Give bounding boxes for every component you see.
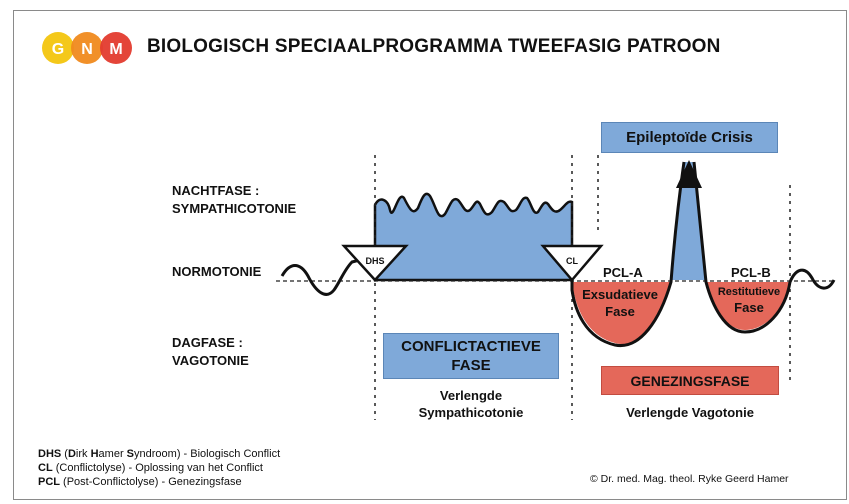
conflict-line-2: FASE [451, 357, 491, 374]
crisis-arrow-head [676, 160, 702, 188]
dhs-label: DHS [365, 256, 384, 266]
legend-cl: CL (Conflictolyse) - Oplossing van het C… [38, 462, 263, 474]
dhs-marker [341, 244, 409, 282]
label-normotonie: NORMOTONIE [172, 264, 262, 279]
caption-prolonged-sympathicotonia: Verlengde Sympathicotonie [383, 387, 559, 421]
logo-letter-m: M [109, 41, 122, 58]
exsudative-line-1: Exsudatieve [582, 287, 658, 302]
epileptoid-spike-area [671, 162, 706, 280]
conflict-active-phase-box: CONFLICTACTIEVE FASE [383, 333, 559, 379]
epileptoid-crisis-box: Epileptoïde Crisis [601, 122, 778, 153]
label-nachtfase: NACHTFASE : [172, 183, 260, 198]
legend-pcl: PCL (Post-Conflictolyse) - Genezingsfase [38, 476, 242, 488]
page-title: BIOLOGISCH SPECIAALPROGRAMMA TWEEFASIG P… [147, 36, 721, 57]
logo-letter-g: G [52, 41, 64, 58]
conflict-line-1: CONFLICTACTIEVE [401, 338, 541, 355]
label-pcl-a: PCL-A [603, 265, 643, 280]
restitutive-line-1: Restitutieve [717, 286, 781, 298]
label-sympathicotonie: SYMPATHICOTONIE [172, 201, 297, 216]
label-pcl-b: PCL-B [731, 265, 771, 280]
legend-dhs: DHS (Dirk Hamer Syndroom) - Biologisch C… [38, 448, 281, 460]
gnm-logo: G N M [42, 32, 132, 64]
healing-curve [570, 161, 686, 348]
biological-curve [280, 254, 376, 296]
crisis-descent-curve [692, 161, 836, 334]
exsudative-phase-area [572, 282, 671, 345]
healing-phase-box: GENEZINGSFASE [601, 366, 779, 395]
label-exsudative-phase: Exsudatieve Fase [572, 286, 668, 320]
legend: DHS (Dirk Hamer Syndroom) - Biologisch C… [38, 447, 280, 489]
caption-sympathicotonia-line-2: Sympathicotonie [418, 405, 524, 420]
caption-prolonged-vagotonia: Verlengde Vagotonie [626, 405, 754, 420]
conflict-phase-area [373, 192, 574, 282]
caption-sympathicotonia-line-1: Verlengde [439, 388, 503, 403]
label-dagfase: DAGFASE : [172, 335, 243, 350]
cl-label: CL [566, 256, 578, 266]
logo-letter-n: N [81, 41, 93, 58]
cl-marker [540, 244, 604, 282]
restitutive-phase-area [706, 282, 790, 330]
exsudative-line-2: Fase [605, 304, 635, 319]
label-vagotonie: VAGOTONIE [172, 353, 249, 368]
copyright-note: © Dr. med. Mag. theol. Ryke Geerd Hamer [590, 473, 789, 485]
label-restitutive-phase: Restitutieve Fase [708, 284, 790, 316]
restitutive-line-2: Fase [734, 300, 764, 315]
